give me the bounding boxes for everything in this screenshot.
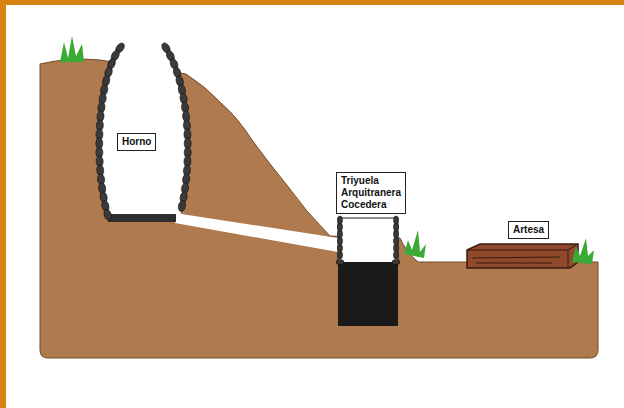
- stone: [336, 260, 344, 265]
- trough-body: [467, 244, 578, 268]
- grass: [60, 36, 594, 264]
- stone: [338, 251, 343, 259]
- pit-upper: [338, 218, 398, 264]
- label-box: Artesa: [508, 221, 549, 239]
- part-label: Artesa: [513, 224, 544, 236]
- frame-top: [0, 0, 624, 5]
- part-label: Horno: [122, 136, 151, 148]
- stone: [103, 208, 113, 221]
- stone: [392, 260, 400, 265]
- part-label: Triyuela Arquitranera Cocedera: [341, 175, 401, 211]
- grass-tuft: [572, 238, 594, 264]
- grass-tuft: [404, 230, 426, 258]
- tunnel: [175, 213, 338, 252]
- stone: [394, 251, 399, 259]
- label-box: Triyuela Arquitranera Cocedera: [336, 172, 406, 214]
- oven-floor: [108, 214, 176, 222]
- stones: [96, 41, 400, 264]
- stone: [177, 200, 186, 212]
- oven-chamber: [99, 48, 187, 216]
- pit-lower: [338, 262, 398, 326]
- frame-left: [0, 0, 6, 408]
- label-box: Horno: [117, 133, 156, 151]
- grass-tuft: [60, 36, 84, 62]
- trough: [467, 244, 578, 268]
- trough-planks: [467, 244, 578, 268]
